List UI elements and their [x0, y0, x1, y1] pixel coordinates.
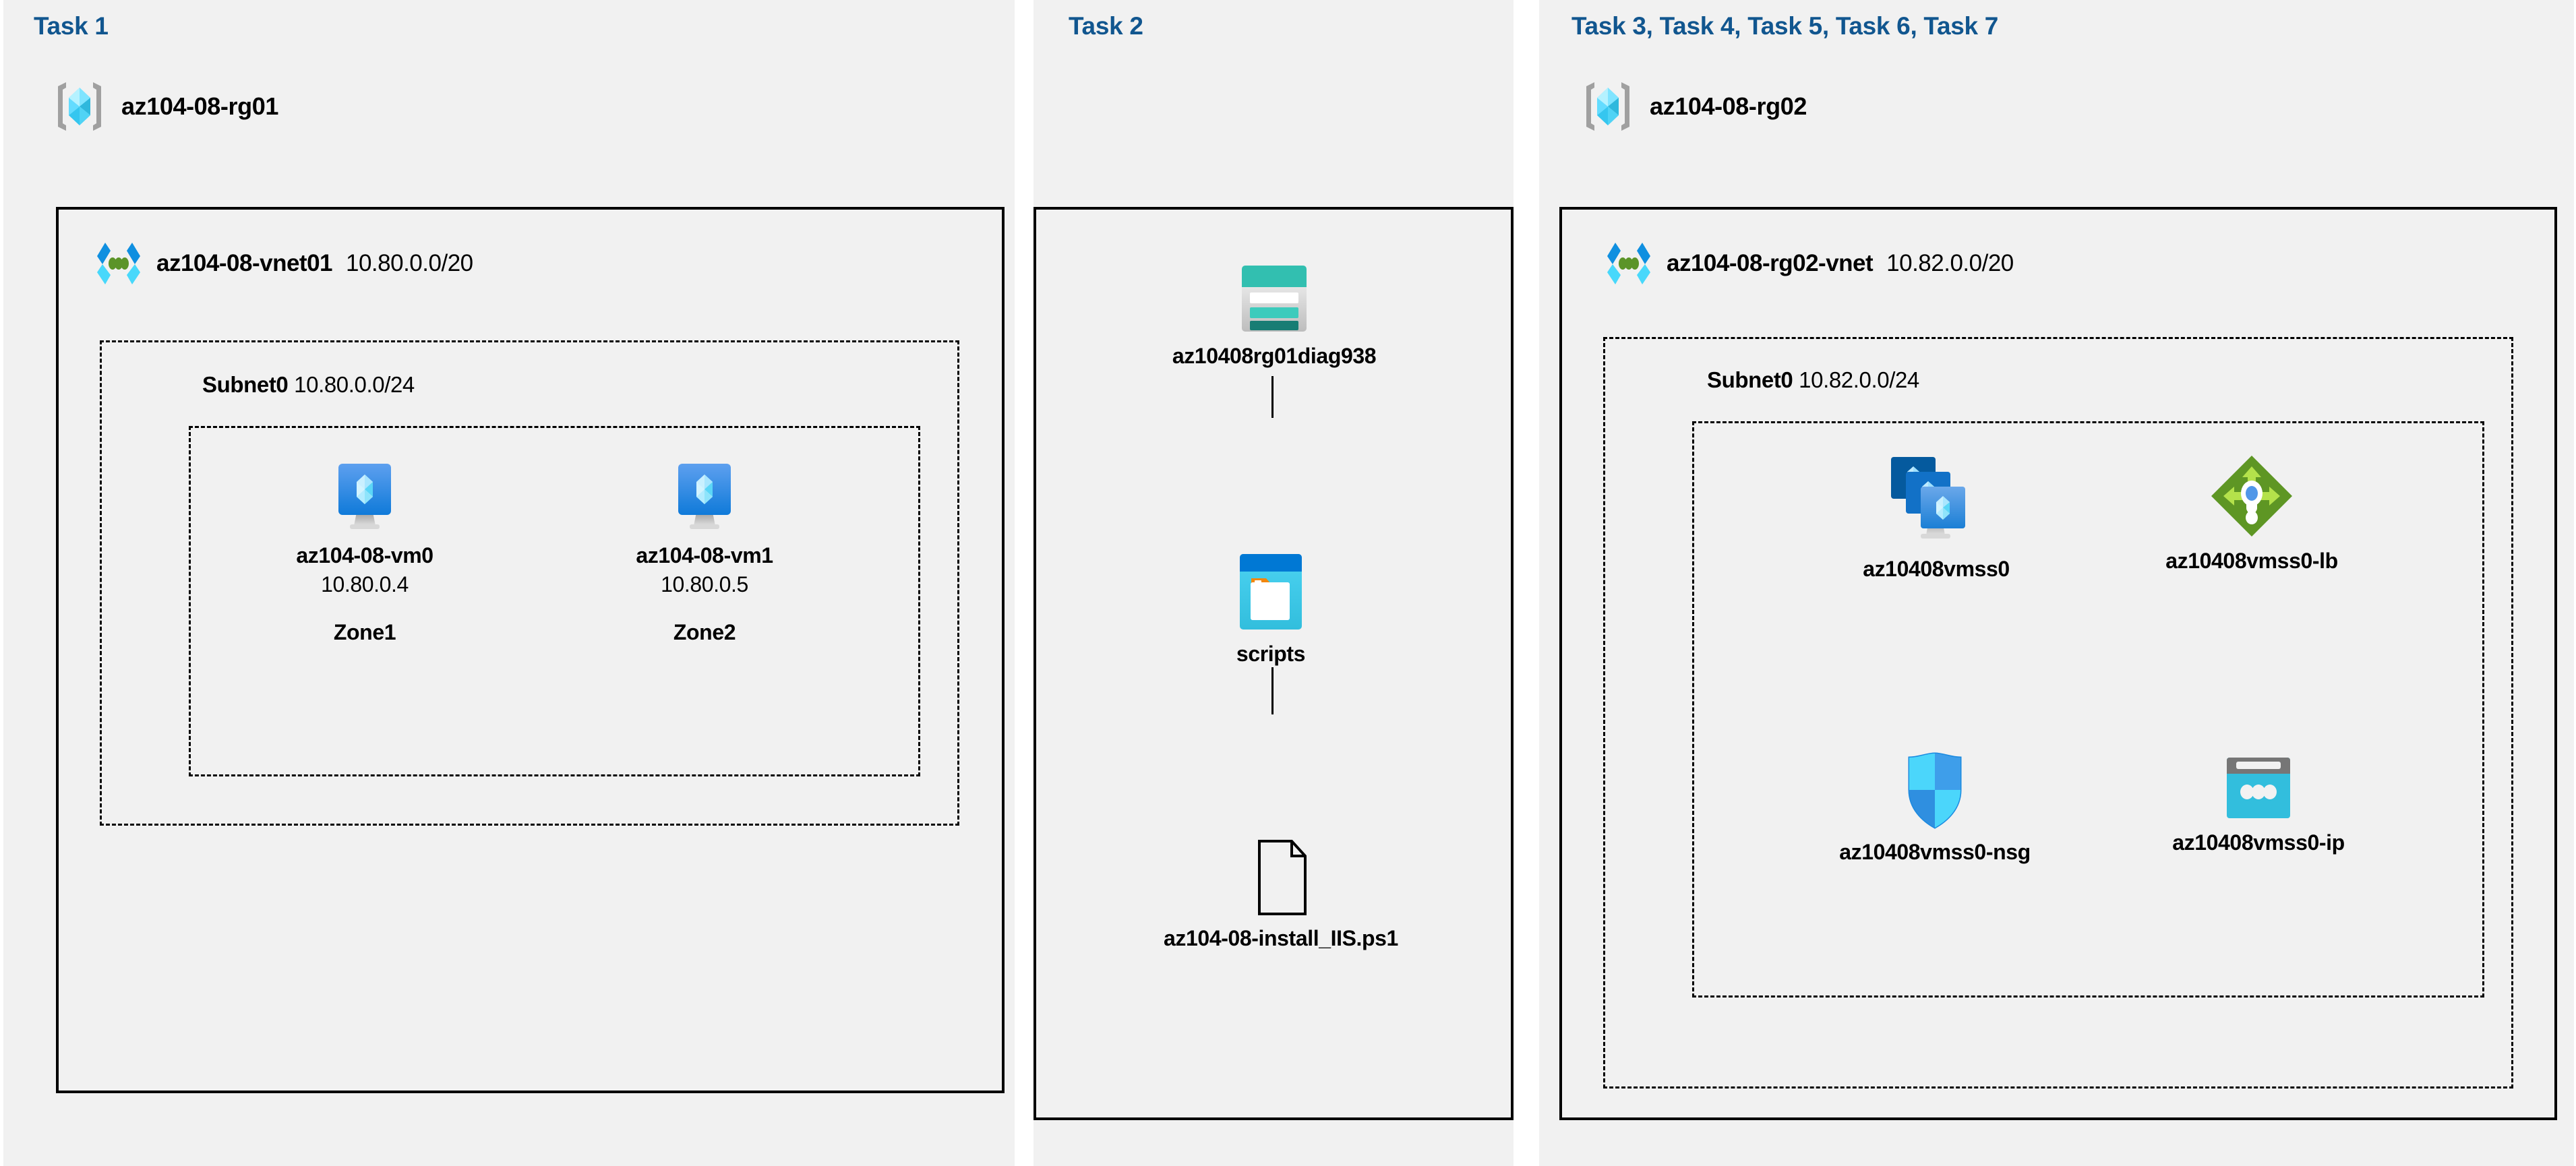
virtual-machine-icon: [667, 458, 742, 534]
resource-group-icon: [1581, 80, 1635, 133]
vnet-name-label: az104-08-rg02-vnet: [1667, 250, 1874, 276]
network-security-group-icon: [1900, 751, 1970, 830]
subnet-name: Subnet0: [1707, 367, 1793, 392]
subnet-cidr: 10.80.0.0/24: [294, 372, 415, 397]
resource-node-public-ip[interactable]: az10408vmss0-ip: [2124, 755, 2393, 855]
vm-ip-label: 10.80.0.4: [321, 572, 409, 596]
resource-node-vm0[interactable]: az104-08-vm0 10.80.0.4 Zone1: [267, 458, 462, 645]
task-heading-3: Task 3, Task 4, Task 5, Task 6, Task 7: [1571, 12, 1999, 40]
panel-task-1: [3, 0, 1015, 1166]
task-heading-2: Task 2: [1069, 12, 1143, 40]
resource-group-rg02: az104-08-rg02: [1581, 80, 1807, 133]
vm-name-label: az104-08-vm0: [296, 543, 433, 567]
vnet-cidr-label: 10.80.0.0/20: [346, 250, 473, 276]
blob-container-icon: [1236, 551, 1306, 632]
script-file-label: az104-08-install_IIS.ps1: [1164, 926, 1398, 950]
resource-node-storage-account[interactable]: az10408rg01diag938: [1109, 263, 1439, 369]
vm-zone-label: Zone1: [333, 620, 396, 644]
vnet-header-2: az104-08-rg02-vnet 10.82.0.0/20: [1605, 241, 2014, 286]
vm-ip-label: 10.80.0.5: [661, 572, 748, 596]
virtual-network-icon: [94, 241, 143, 286]
resource-group-inner-boundary: [1692, 421, 2484, 998]
resource-node-script-file[interactable]: az104-08-install_IIS.ps1: [1079, 838, 1483, 951]
public-ip-address-icon: [2223, 755, 2294, 821]
vnet-boundary-2: [1559, 207, 2557, 1120]
storage-account-label: az10408rg01diag938: [1172, 344, 1377, 368]
vnet-header-1: az104-08-vnet01 10.80.0.0/20: [94, 241, 473, 286]
task-heading-1: Task 1: [34, 12, 109, 40]
connector-container-to-file: [1271, 667, 1274, 714]
public-ip-label: az10408vmss0-ip: [2172, 830, 2345, 855]
vnet-cidr-label: 10.82.0.0/20: [1886, 250, 2014, 276]
connector-storage-to-container: [1271, 376, 1274, 418]
storage-account-icon: [1238, 263, 1311, 334]
virtual-network-icon: [1605, 241, 1653, 286]
resource-group-icon: [53, 80, 107, 133]
subnet-label-2: Subnet0 10.82.0.0/24: [1707, 367, 1919, 393]
load-balancer-label: az10408vmss0-lb: [2165, 549, 2338, 573]
subnet-boundary-1: [100, 340, 959, 826]
subnet-boundary-2: [1603, 337, 2513, 1088]
vnet-name-label: az104-08-vnet01: [156, 250, 333, 276]
subnet-label-1: Subnet0 10.80.0.0/24: [202, 372, 415, 398]
panel-task-3-7: [1539, 0, 2574, 1166]
vm-name-label: az104-08-vm1: [636, 543, 773, 567]
vm-scale-set-icon: [1886, 453, 1987, 547]
load-balancer-icon: [2209, 453, 2295, 539]
nsg-label: az10408vmss0-nsg: [1839, 840, 2031, 864]
availability-zone-group-1: [189, 426, 920, 776]
subnet-cidr: 10.82.0.0/24: [1799, 367, 1919, 392]
file-icon: [1250, 838, 1312, 917]
resource-group-rg01: az104-08-rg01: [53, 80, 278, 133]
virtual-machine-icon: [327, 458, 402, 534]
vnet-boundary-1: [56, 207, 1005, 1093]
resource-node-vmss[interactable]: az10408vmss0: [1801, 453, 2071, 582]
resource-group-label: az104-08-rg01: [121, 92, 278, 120]
vm-zone-label: Zone2: [673, 620, 736, 644]
blob-container-label: scripts: [1236, 642, 1306, 666]
resource-node-nsg[interactable]: az10408vmss0-nsg: [1793, 751, 2076, 865]
subnet-name: Subnet0: [202, 372, 289, 397]
resource-node-load-balancer[interactable]: az10408vmss0-lb: [2110, 453, 2393, 574]
storage-boundary: [1034, 207, 1514, 1120]
resource-group-label: az104-08-rg02: [1650, 92, 1807, 120]
vmss-label: az10408vmss0: [1863, 557, 2010, 581]
resource-node-vm1[interactable]: az104-08-vm1 10.80.0.5 Zone2: [607, 458, 802, 645]
resource-node-blob-container[interactable]: scripts: [1156, 551, 1385, 667]
